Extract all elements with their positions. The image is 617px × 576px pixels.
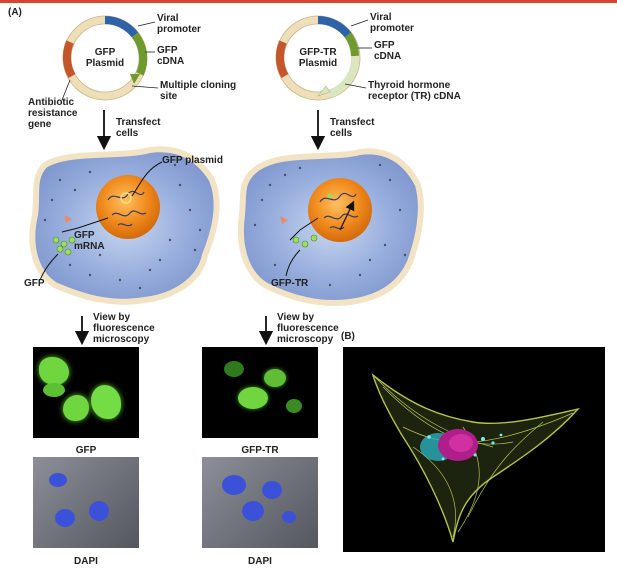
viral-promoter-segment <box>104 16 139 38</box>
nucleus <box>96 175 160 239</box>
panel-b-micrograph <box>343 347 605 552</box>
left-gfp-cdna-label: GFP cDNA <box>157 45 185 67</box>
right-transfect-label: Transfect cells <box>330 117 375 139</box>
gfp-micrograph <box>33 347 139 438</box>
panel-b-label: (B) <box>341 331 355 342</box>
gfp-tr-micrograph <box>202 347 318 438</box>
right-plasmid-name: GFP-TR Plasmid <box>298 47 338 69</box>
gfp-tr-plasmid-diagram <box>275 15 372 101</box>
gfp-plasmid-diagram <box>61 15 159 101</box>
panel-a-label: (A) <box>8 7 22 18</box>
right-receptor-label: Thyroid hormone receptor (TR) cDNA <box>368 80 461 102</box>
right-gfp-cdna-label: GFP cDNA <box>374 40 402 62</box>
left-antibiotic-label: Antibiotic resistance gene <box>28 97 78 130</box>
right-cell <box>237 148 424 307</box>
left-viral-promoter-label: Viral promoter <box>157 13 201 35</box>
left-gfp-protein-label: GFP <box>24 278 45 289</box>
left-cloning-site-label: Multiple cloning site <box>160 80 237 102</box>
dapi-micrograph-left <box>33 457 139 548</box>
left-transfect-label: Transfect cells <box>116 117 161 139</box>
left-plasmid-name: GFP Plasmid <box>85 47 125 69</box>
right-gfp-tr-label: GFP-TR <box>271 278 309 289</box>
left-mrna-label: GFP mRNA <box>74 230 105 252</box>
top-accent-line <box>0 0 617 3</box>
antibiotic-gene-segment <box>62 40 76 78</box>
gfp-tr-micrograph-label: GFP-TR <box>241 445 279 456</box>
left-gfp-plasmid-label: GFP plasmid <box>162 155 223 166</box>
dapi-label-right: DAPI <box>248 556 272 567</box>
gfp-micrograph-label: GFP <box>75 445 97 456</box>
right-view-label: View by fluorescence microscopy <box>277 312 339 345</box>
left-cell <box>29 146 220 305</box>
right-viral-promoter-label: Viral promoter <box>370 12 414 34</box>
gfp-cdna-segment <box>131 32 148 76</box>
left-view-label: View by fluorescence microscopy <box>93 312 155 345</box>
cytoskeleton-image <box>371 373 580 543</box>
dapi-micrograph-right <box>202 457 318 548</box>
dapi-label-left: DAPI <box>74 556 98 567</box>
